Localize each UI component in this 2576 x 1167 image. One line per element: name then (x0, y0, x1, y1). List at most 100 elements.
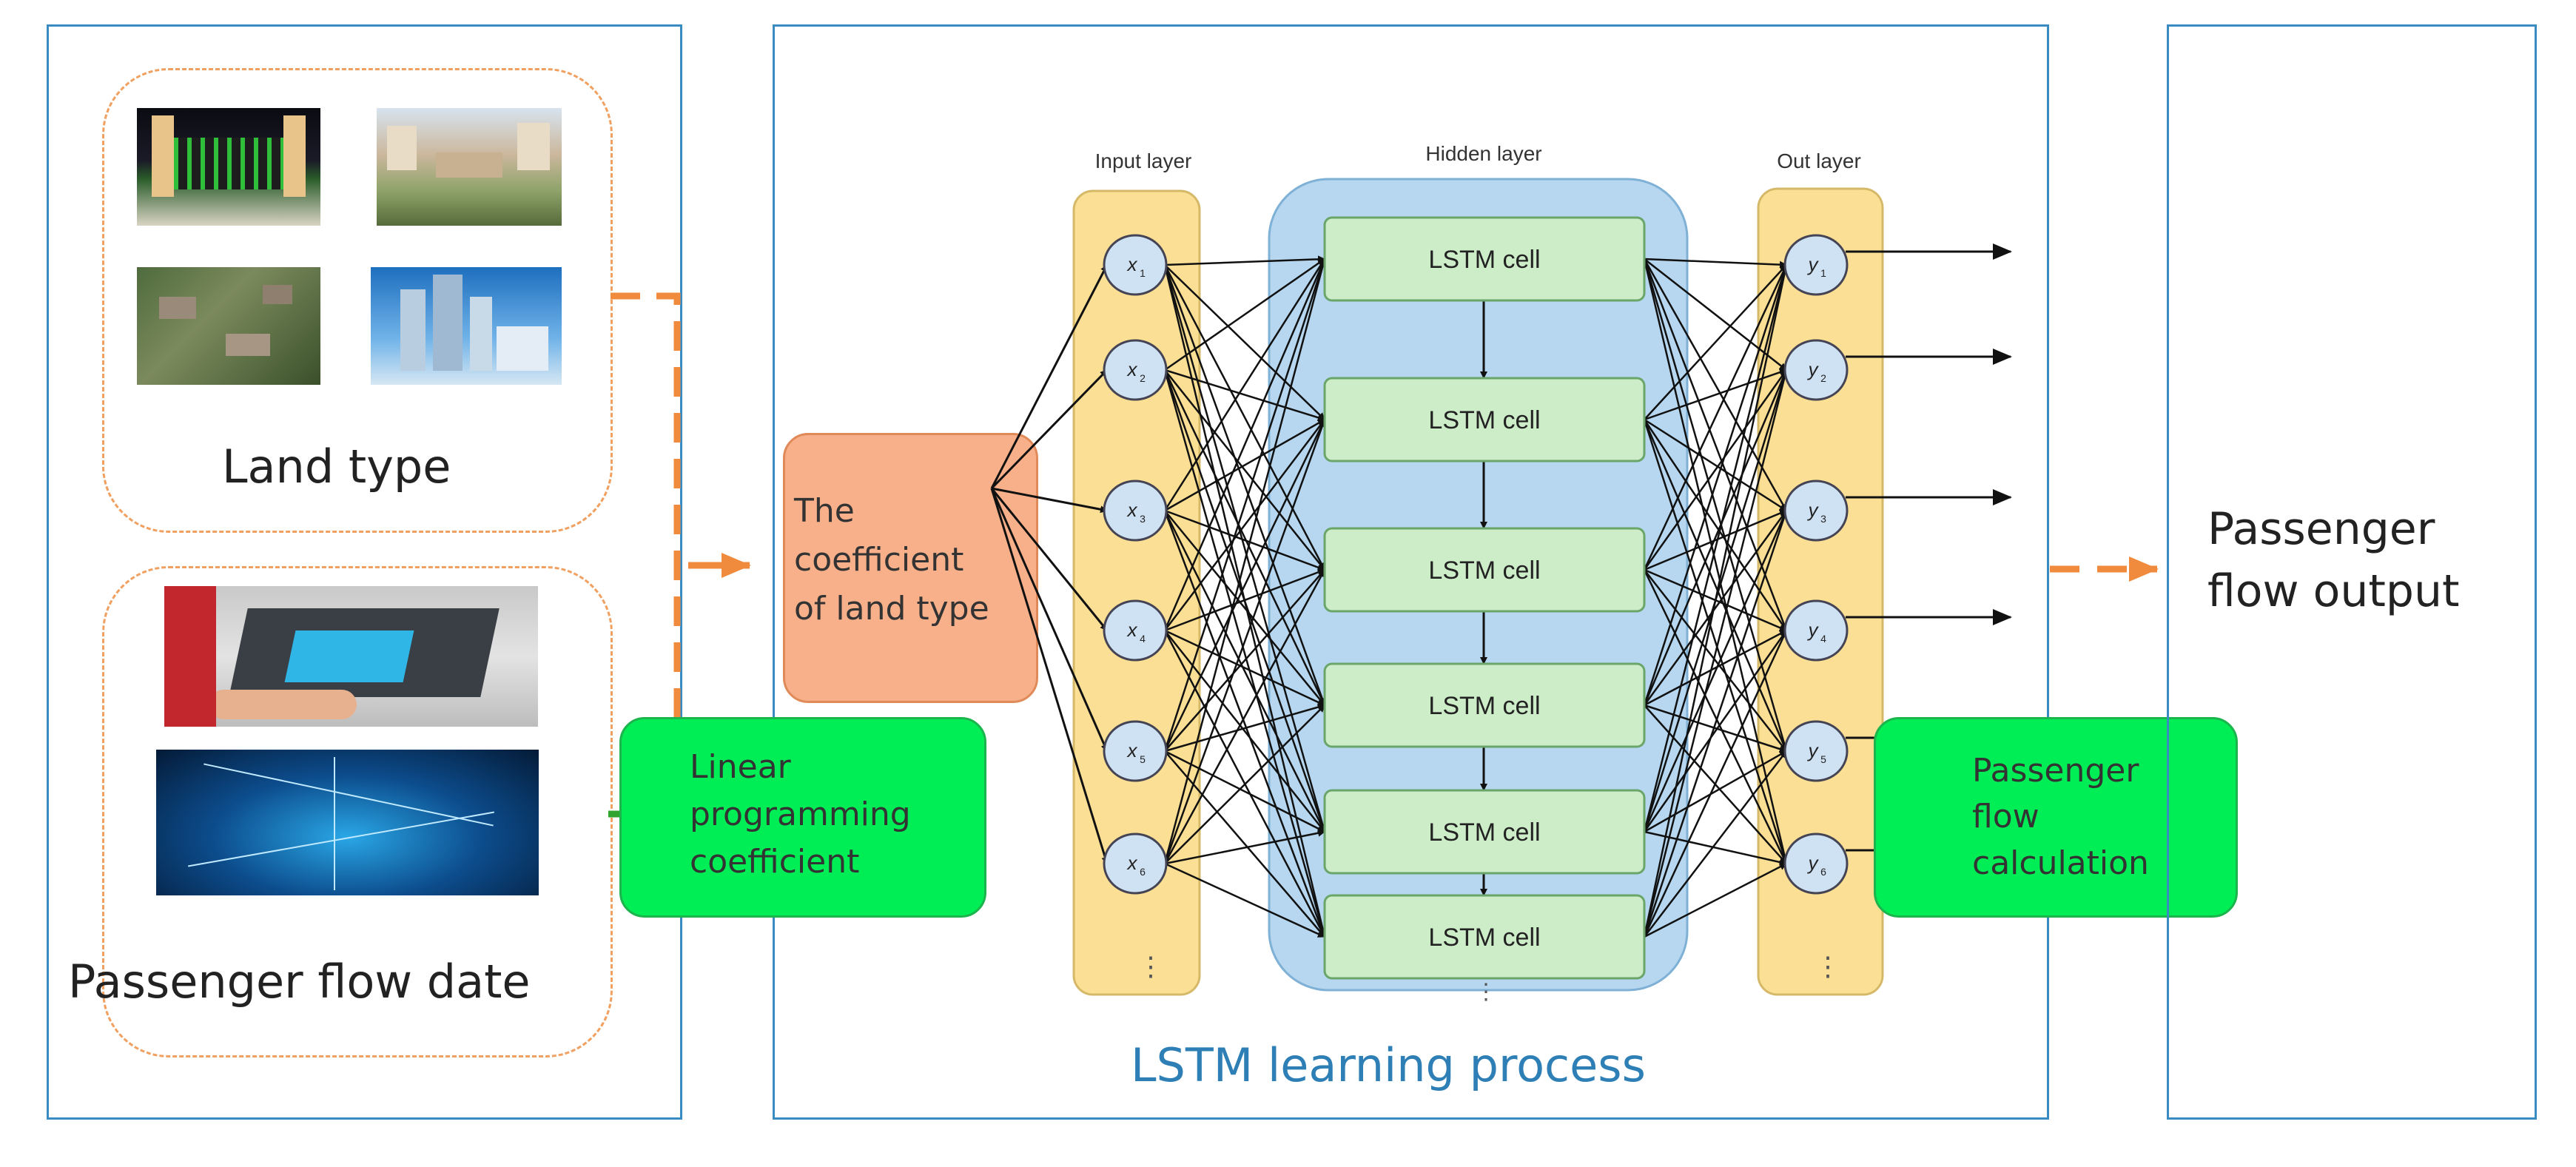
output-node-label-3: y (1807, 499, 1820, 521)
in-edge-5-1 (1163, 258, 1326, 752)
output-node-5 (1783, 720, 1849, 782)
output-node-4 (1783, 599, 1849, 662)
land-type-label: Land type (222, 440, 451, 494)
input-ellipsis: ⋮ (1137, 951, 1164, 981)
output-node-3 (1783, 480, 1849, 542)
in-edge-3-4 (1164, 510, 1325, 706)
output-node-subscript-5: 5 (1820, 753, 1826, 765)
input-node-5 (1103, 720, 1168, 782)
out-edge-2-4 (1643, 419, 1788, 631)
in-edge-2-1 (1164, 258, 1325, 371)
input-node-2 (1103, 339, 1168, 401)
in-edge-3-1 (1163, 258, 1326, 511)
output-node-6 (1783, 833, 1849, 895)
lstm-cell-2 (1323, 377, 1646, 463)
in-edge-5-2 (1163, 419, 1326, 752)
out-edge-4-5 (1644, 704, 1787, 753)
in-edge-4-2 (1164, 419, 1325, 631)
out-edge-5-1 (1643, 264, 1789, 833)
lstm-cell-label-6: LSTM cell (1428, 924, 1540, 952)
input-node-subscript-2: 2 (1140, 372, 1146, 384)
input-node-label-3: x (1126, 499, 1138, 521)
output-node-1 (1783, 234, 1849, 296)
input-layer-band (1072, 189, 1201, 996)
out-edge-4-2 (1643, 369, 1788, 706)
input-node-label-2: x (1126, 358, 1138, 380)
passenger-calc-line3: calculation (1972, 844, 2149, 882)
input-layer-label: Input layer (1095, 149, 1192, 172)
in-edge-2-3 (1164, 369, 1325, 571)
output-node-subscript-2: 2 (1820, 372, 1826, 384)
out-edge-1-1 (1644, 258, 1787, 269)
input-node-subscript-4: 4 (1140, 633, 1146, 645)
coefficient-line2: coefficient (794, 541, 964, 579)
in-edge-1-2 (1164, 264, 1325, 420)
in-edge-6-1 (1163, 258, 1327, 864)
lstm-cell-5 (1323, 789, 1646, 875)
in-edge-1-1 (1164, 255, 1325, 266)
output-node-subscript-1: 1 (1820, 267, 1826, 279)
out-edge-2-6 (1643, 419, 1789, 864)
hidden-ellipsis: ⋮ (1475, 980, 1497, 1004)
out-edge-6-3 (1643, 510, 1788, 938)
in-edge-2-2 (1164, 369, 1325, 422)
in-edge-2-4 (1163, 369, 1326, 706)
coef-edge-2 (990, 369, 1109, 490)
land-image-residential (377, 108, 562, 226)
in-edge-4-3 (1164, 568, 1325, 632)
in-edge-3-2 (1164, 418, 1325, 512)
output-ellipsis: ⋮ (1815, 951, 1841, 981)
in-edge-6-4 (1164, 704, 1325, 864)
land-type-dashed-connector (611, 292, 681, 814)
out-edge-5-4 (1643, 630, 1788, 833)
lstm-learning-process-title: LSTM learning process (1131, 1038, 1646, 1092)
out-edge-2-3 (1644, 418, 1787, 512)
connection-edges (990, 243, 2012, 938)
out-edge-5-3 (1643, 510, 1788, 833)
output-node-subscript-3: 3 (1820, 513, 1826, 525)
out-edge-6-6 (1644, 862, 1787, 938)
output-panel (2167, 24, 2537, 1120)
in-edge-6-6 (1164, 862, 1325, 938)
hidden-layer-label: Hidden layer (1425, 142, 1541, 165)
out-edge-4-1 (1643, 264, 1788, 706)
input-node-subscript-1: 1 (1140, 267, 1146, 279)
linear-programming-box (619, 717, 986, 918)
coefficient-land-type-box (783, 433, 1038, 703)
in-edge-2-6 (1163, 369, 1327, 938)
out-edge-1-4 (1643, 258, 1788, 631)
out-edge-2-1 (1644, 264, 1787, 420)
lstm-cell-1 (1323, 216, 1646, 302)
coef-edge-5 (990, 488, 1109, 752)
output-node-subscript-4: 4 (1820, 633, 1826, 645)
out-edge-6-2 (1643, 369, 1789, 938)
out-edge-1-3 (1643, 258, 1788, 511)
card-reader-image (164, 586, 538, 727)
lstm-cell-label-2: LSTM cell (1428, 406, 1540, 434)
lstm-cell-label-4: LSTM cell (1428, 692, 1540, 720)
in-edge-3-5 (1163, 510, 1326, 833)
out-layer-band (1757, 187, 1884, 996)
in-edge-4-1 (1163, 258, 1326, 631)
out-edge-3-1 (1643, 264, 1788, 571)
in-edge-4-5 (1164, 630, 1325, 833)
lstm-cell-label-1: LSTM cell (1428, 246, 1540, 274)
input-node-6 (1103, 833, 1168, 895)
input-node-label-6: x (1126, 852, 1138, 874)
passenger-calc-line2: flow (1972, 798, 2039, 835)
lstm-panel (773, 24, 2049, 1120)
out-layer-label: Out layer (1777, 149, 1861, 172)
out-edge-5-6 (1644, 830, 1787, 866)
linear-programming-line3: coefficient (690, 843, 860, 881)
output-node-label-2: y (1807, 358, 1820, 380)
out-edge-1-2 (1644, 258, 1787, 371)
output-node-label-1: y (1807, 253, 1820, 275)
out-edge-3-3 (1644, 509, 1787, 571)
in-edge-3-6 (1163, 510, 1326, 938)
network-map-image (156, 750, 539, 895)
out-edge-2-2 (1644, 369, 1787, 421)
out-edge-4-4 (1644, 629, 1787, 707)
in-edge-6-3 (1163, 569, 1326, 864)
